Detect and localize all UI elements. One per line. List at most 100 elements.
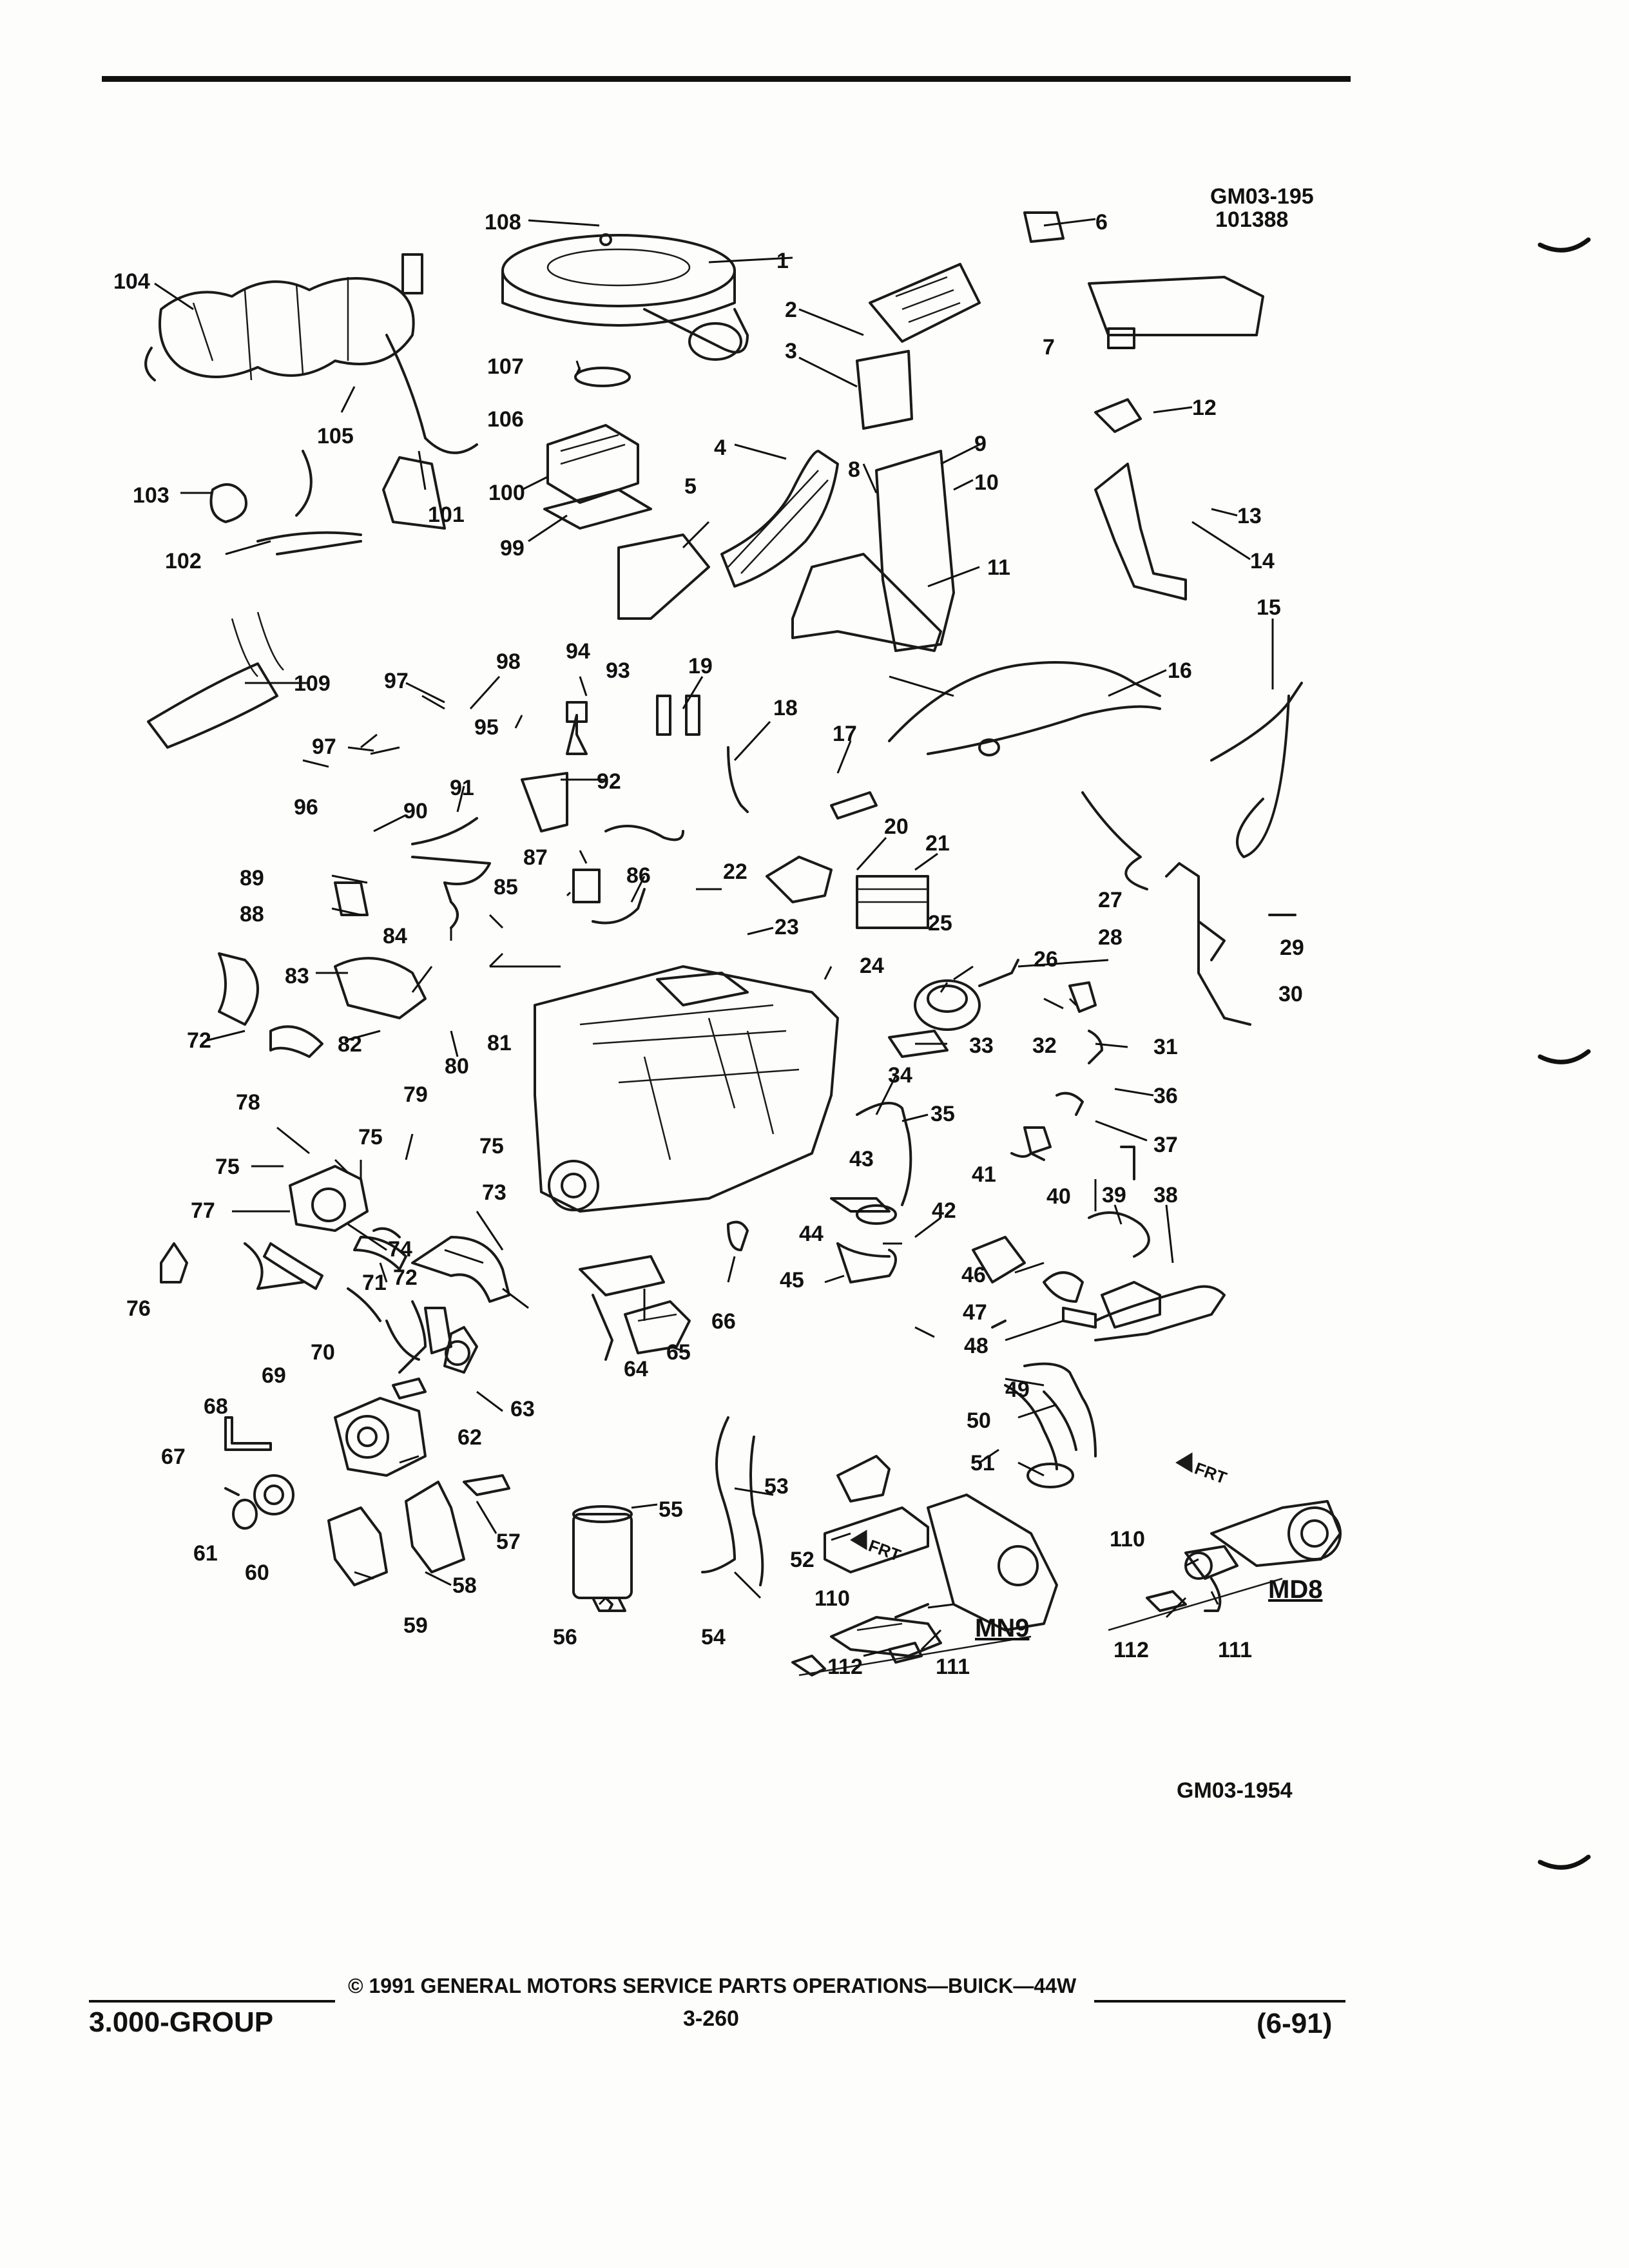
wiring-harness xyxy=(144,253,478,454)
callout-68: 68 xyxy=(204,1394,228,1419)
callout-57: 57 xyxy=(496,1530,521,1554)
transmission-mn9 xyxy=(791,1494,1058,1677)
callout-90: 90 xyxy=(403,799,428,823)
callout-83: 83 xyxy=(285,964,309,988)
footer-rule-right xyxy=(1094,2000,1345,2003)
callout-55: 55 xyxy=(659,1497,683,1522)
header-rule xyxy=(102,76,1351,82)
footer-group: 3.000-GROUP xyxy=(89,2006,274,2038)
callout-89: 89 xyxy=(240,866,264,890)
ecm-bracket xyxy=(791,263,981,652)
callout-70: 70 xyxy=(311,1340,335,1365)
canister-and-hoses-bottom xyxy=(572,1362,1097,1612)
callout-105: 105 xyxy=(317,424,354,448)
callout-60: 60 xyxy=(245,1561,269,1585)
callout-64: 64 xyxy=(624,1357,648,1381)
callout-112b: 112 xyxy=(1113,1638,1149,1662)
callout-30: 30 xyxy=(1278,982,1303,1006)
callout-74: 74 xyxy=(388,1237,412,1262)
callout-71: 71 xyxy=(362,1271,387,1295)
callout-16: 16 xyxy=(1168,658,1192,683)
hoses-left xyxy=(218,817,684,1058)
footer-page-number: 3-260 xyxy=(683,2006,739,2031)
callout-82: 82 xyxy=(338,1032,362,1057)
footer-revision: (6-91) xyxy=(1257,2008,1333,2039)
callout-11: 11 xyxy=(987,555,1010,580)
callout-18: 18 xyxy=(773,696,798,720)
engine-block xyxy=(534,965,839,1213)
callout-84: 84 xyxy=(383,924,407,948)
callout-17: 17 xyxy=(833,722,857,746)
callout-47: 47 xyxy=(963,1300,987,1325)
callout-65: 65 xyxy=(666,1340,691,1365)
callout-94: 94 xyxy=(566,639,590,664)
air-cleaner-assembly xyxy=(501,233,749,387)
callout-41: 41 xyxy=(972,1162,996,1187)
callout-80: 80 xyxy=(445,1054,469,1079)
callout-62: 62 xyxy=(458,1425,482,1450)
callout-61: 61 xyxy=(193,1541,218,1566)
front-arrows xyxy=(850,1452,1193,1550)
callout-28: 28 xyxy=(1098,925,1123,950)
diagram-code-top: GM03-195 xyxy=(1210,184,1314,209)
callout-75b: 75 xyxy=(358,1125,383,1149)
callout-23: 23 xyxy=(775,915,799,939)
callout-81: 81 xyxy=(487,1031,512,1055)
callout-59: 59 xyxy=(403,1613,428,1638)
variant-label-mn9: MN9 xyxy=(975,1614,1029,1642)
callout-38: 38 xyxy=(1153,1183,1178,1207)
transmission-md8 xyxy=(1108,1500,1342,1631)
callout-8: 8 xyxy=(848,457,860,482)
callout-19: 19 xyxy=(688,654,713,678)
callout-103: 103 xyxy=(133,483,169,508)
callout-3: 3 xyxy=(785,339,797,363)
callout-34: 34 xyxy=(888,1063,912,1088)
callout-27: 27 xyxy=(1098,888,1123,912)
callout-24: 24 xyxy=(860,954,884,978)
egr-and-sensors-right xyxy=(888,862,1296,1161)
diagram-date-code: 101388 xyxy=(1215,207,1288,232)
callout-12: 12 xyxy=(1192,396,1217,420)
callout-44: 44 xyxy=(799,1222,824,1246)
callout-4: 4 xyxy=(714,436,726,460)
callout-15: 15 xyxy=(1257,595,1281,620)
vacuum-lines-right xyxy=(888,661,1303,890)
callout-106: 106 xyxy=(487,407,524,432)
throttle-pedal-linkage xyxy=(1023,211,1264,601)
misc-hoses-upper xyxy=(147,450,446,749)
callout-46: 46 xyxy=(961,1263,986,1287)
callout-6: 6 xyxy=(1095,210,1108,235)
callout-53: 53 xyxy=(764,1474,789,1499)
callout-25: 25 xyxy=(928,911,952,936)
callout-48: 48 xyxy=(964,1334,988,1358)
callout-69: 69 xyxy=(262,1363,286,1388)
front-marker-mn9: FRT xyxy=(866,1535,903,1565)
callout-86: 86 xyxy=(626,863,651,888)
callout-10: 10 xyxy=(974,470,999,495)
callout-32: 32 xyxy=(1032,1033,1057,1058)
callout-92: 92 xyxy=(597,769,621,794)
callout-40: 40 xyxy=(1046,1184,1071,1209)
callout-22: 22 xyxy=(723,860,747,884)
callout-97: 97 xyxy=(384,669,409,693)
callout-77: 77 xyxy=(191,1198,215,1223)
callout-100: 100 xyxy=(488,481,525,505)
callout-75c: 75 xyxy=(479,1134,504,1158)
callout-54: 54 xyxy=(701,1625,726,1649)
callout-14: 14 xyxy=(1250,549,1275,573)
intake-duct xyxy=(617,450,839,620)
callout-96: 96 xyxy=(294,795,318,820)
callout-37: 37 xyxy=(1153,1133,1178,1157)
carburetor xyxy=(543,424,652,530)
callout-67: 67 xyxy=(161,1445,186,1469)
callout-7: 7 xyxy=(1043,335,1055,360)
callout-110b: 110 xyxy=(1110,1527,1145,1552)
callout-33: 33 xyxy=(969,1033,994,1058)
footer-rule-left xyxy=(89,2000,335,2003)
callout-2: 2 xyxy=(785,298,797,322)
throttle-body-components xyxy=(579,1220,749,1361)
callout-76: 76 xyxy=(126,1296,151,1321)
callout-36: 36 xyxy=(1153,1084,1178,1108)
margin-marks xyxy=(1537,237,1591,1870)
